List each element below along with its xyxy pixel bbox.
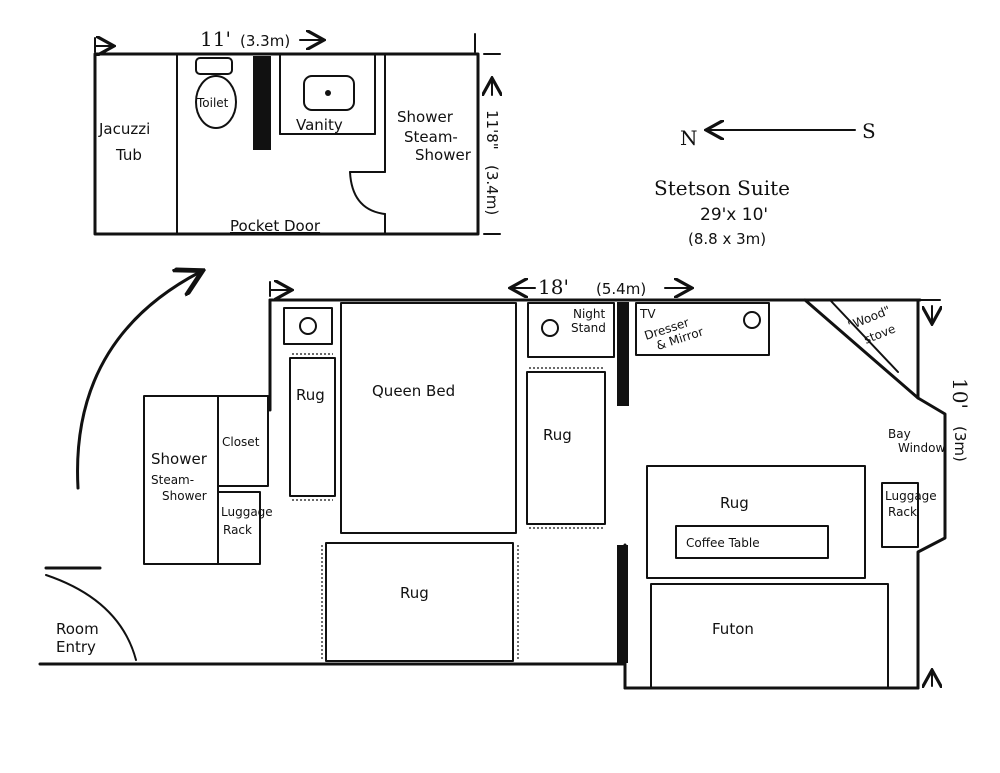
entry-door-swing: [45, 574, 137, 661]
bed-side-rug-label: Rug: [296, 386, 325, 404]
bath-shower-label-3: Shower: [415, 146, 472, 164]
lounge-rug-label: Rug: [720, 494, 749, 512]
tv-label: TV: [639, 307, 656, 321]
partition-wall-upper: [617, 302, 629, 406]
suite-title: Stetson Suite: [654, 176, 790, 200]
compass-south: S: [862, 119, 876, 143]
room-width-label: 18': [538, 275, 569, 299]
partition-wall-lower: [617, 545, 628, 663]
vanity-label: Vanity: [296, 116, 343, 134]
futon: [650, 583, 889, 689]
bath-depth-label: 11'8": [483, 110, 501, 150]
closet: [217, 395, 269, 487]
bathroom-wall-black: [253, 56, 271, 150]
night-stand-label-1: Night: [573, 307, 606, 321]
lounge-rug: [646, 465, 866, 579]
bath-width-metric: (3.3m): [240, 32, 290, 50]
lamp-icon-left: [299, 317, 317, 335]
center-rug: [526, 371, 606, 525]
bottom-rug: [325, 542, 514, 662]
luggage-rack-left-label-2: Rack: [223, 523, 252, 537]
room-entry-label-2: Entry: [56, 638, 96, 656]
lamp-box-left: [283, 307, 333, 345]
luggage-rack-right: [881, 482, 919, 548]
compass-north: N: [680, 126, 698, 150]
room-shower-label-1: Shower: [151, 450, 208, 468]
jacuzzi-label: Jacuzzi: [98, 120, 150, 138]
queen-bed: [340, 302, 517, 534]
sink-icon: [303, 75, 355, 111]
plan-legend: N S Stetson Suite 29'x 10' (8.8 x 3m): [654, 119, 876, 248]
luggage-rack-right-label-2: Rack: [888, 505, 917, 519]
futon-label: Futon: [712, 620, 754, 638]
toilet-icon: [195, 75, 237, 129]
room-shower-label-2: Steam-: [151, 473, 194, 487]
suite-dimensions: 29'x 10': [700, 205, 768, 225]
luggage-rack-left: [217, 491, 261, 565]
wood-stove-edge: [829, 299, 899, 373]
bathroom: Jacuzzi Tub Toilet Vanity Shower Steam- …: [93, 27, 501, 236]
lamp-icon-dresser: [743, 311, 761, 329]
bathroom-outline: [93, 52, 480, 236]
bed-side-rug: [289, 357, 336, 497]
luggage-rack-left-label-1: Luggage: [221, 505, 273, 519]
coffee-table-label: Coffee Table: [686, 536, 760, 550]
toilet-tank: [195, 57, 233, 75]
coffee-table: [675, 525, 829, 559]
room-width-metric: (5.4m): [596, 280, 646, 298]
night-stand-label-2: Stand: [571, 321, 606, 335]
bay-window-label-1: Bay: [888, 427, 911, 441]
tub-label: Tub: [115, 146, 142, 164]
luggage-rack-right-label-1: Luggage: [885, 489, 937, 503]
dresser: [635, 302, 770, 356]
bath-shower-label-2: Steam-: [404, 128, 458, 146]
bay-window-label-2: Window: [898, 441, 946, 455]
suite-dimensions-metric: (8.8 x 3m): [688, 230, 766, 248]
shower-door-swing: [349, 171, 386, 215]
closet-label: Closet: [222, 435, 260, 449]
main-room: Queen Bed Rug Night Stand Rug TV Dresser…: [38, 275, 972, 690]
room-entry-label-1: Room: [56, 620, 99, 638]
bath-depth-metric: (3.4m): [483, 165, 501, 215]
room-height-metric: (3m): [951, 426, 969, 462]
room-height-label: 10': [948, 378, 972, 409]
room-right-wall: [803, 298, 947, 690]
pocket-door-label: Pocket Door: [230, 217, 321, 235]
night-stand: [527, 302, 615, 358]
center-rug-label: Rug: [543, 426, 572, 444]
bath-width-label: 11': [200, 27, 231, 51]
toilet-label: Toilet: [196, 96, 229, 110]
bath-shower-label-1: Shower: [397, 108, 454, 126]
connector-arrow: [76, 272, 200, 490]
room-shower-label-3: Shower: [162, 489, 207, 503]
lamp-icon-nightstand: [541, 319, 559, 337]
sink-drain-icon: [325, 90, 331, 96]
bottom-rug-label: Rug: [400, 584, 429, 602]
queen-bed-label: Queen Bed: [372, 382, 455, 400]
